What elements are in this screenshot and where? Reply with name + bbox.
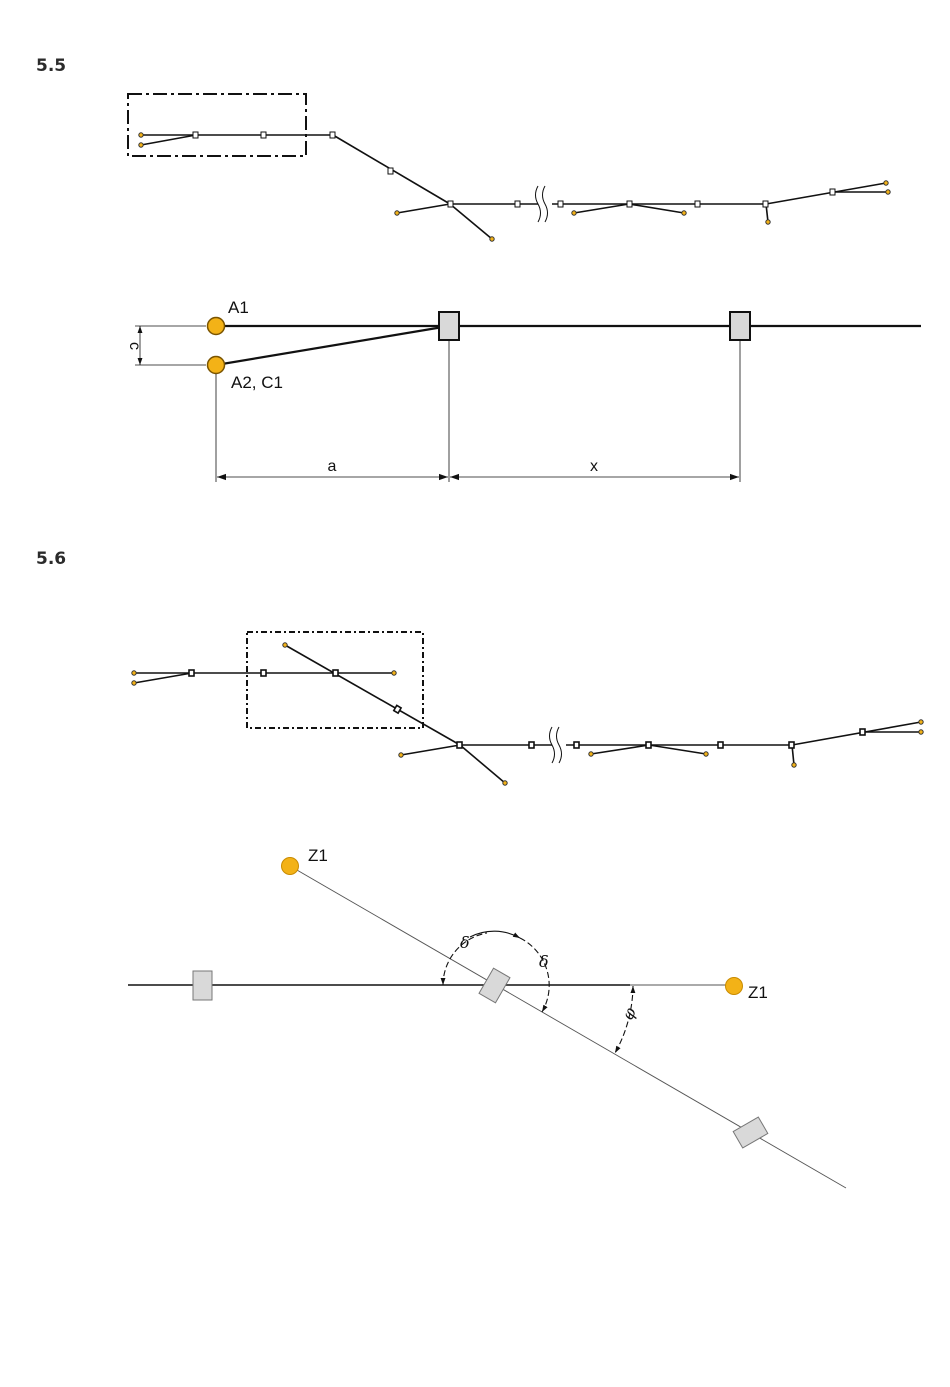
sleeper-block — [730, 312, 750, 340]
overview-5-6 — [132, 632, 923, 785]
sleeper-block — [733, 1117, 768, 1148]
angle-label-phi: φ — [618, 1004, 640, 1023]
detail-frame — [128, 94, 306, 156]
detail-5-5: A1 A2, C1 c a x — [126, 298, 921, 482]
point-a2-c1 — [208, 357, 225, 374]
overview-5-5 — [128, 94, 890, 241]
sleeper-block — [193, 971, 212, 1000]
label-z1-top: Z1 — [308, 846, 328, 865]
angle-label-delta-left: δ — [460, 933, 470, 952]
label-a1: A1 — [228, 298, 249, 317]
point-z1-right — [726, 978, 743, 995]
label-z1-right: Z1 — [748, 983, 768, 1002]
angle-label-delta-right: δ — [539, 952, 549, 971]
sleeper-block — [439, 312, 459, 340]
detail-frame — [247, 632, 423, 728]
detail-5-6: Z1 Z1 δ δ φ — [128, 846, 846, 1188]
point-a1 — [208, 318, 225, 335]
point-z1-top — [282, 858, 299, 875]
dim-label-c: c — [126, 342, 143, 350]
sleeper-block — [479, 968, 510, 1003]
dim-label-x: x — [590, 458, 598, 475]
label-a2-c1: A2, C1 — [231, 373, 283, 392]
dim-label-a: a — [328, 458, 337, 475]
